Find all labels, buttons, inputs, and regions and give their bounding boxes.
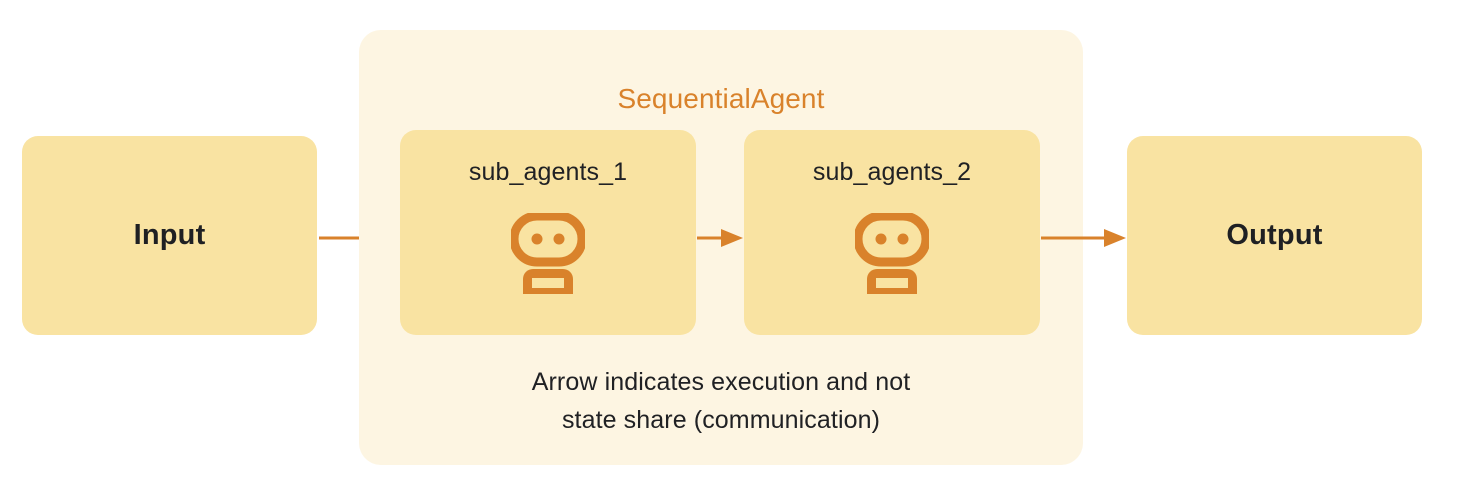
sequential-agent-title: SequentialAgent (617, 83, 825, 114)
robot-icon (855, 213, 929, 294)
robot-icon (511, 213, 585, 294)
caption-line-2: state share (communication) (561, 406, 881, 434)
input-box: Input (22, 136, 317, 335)
arrow-sub-agents-2-to-output (1041, 229, 1126, 247)
output-box: Output (1127, 136, 1422, 335)
sub-agent-card-2[interactable]: sub_agents_2 (744, 130, 1040, 335)
diagram-caption: Arrow indicates execution and not state … (359, 363, 1083, 439)
caption-line-1: Arrow indicates execution and not (531, 368, 911, 396)
arrow-sub-agents-1-to-sub-agents-2 (697, 229, 743, 247)
sub-agent-2-label: sub_agents_2 (812, 158, 972, 186)
input-label: Input (133, 219, 206, 251)
sub-agent-card-1[interactable]: sub_agents_1 (400, 130, 696, 335)
output-label: Output (1226, 219, 1323, 251)
sub-agent-1-label: sub_agents_1 (468, 158, 628, 186)
